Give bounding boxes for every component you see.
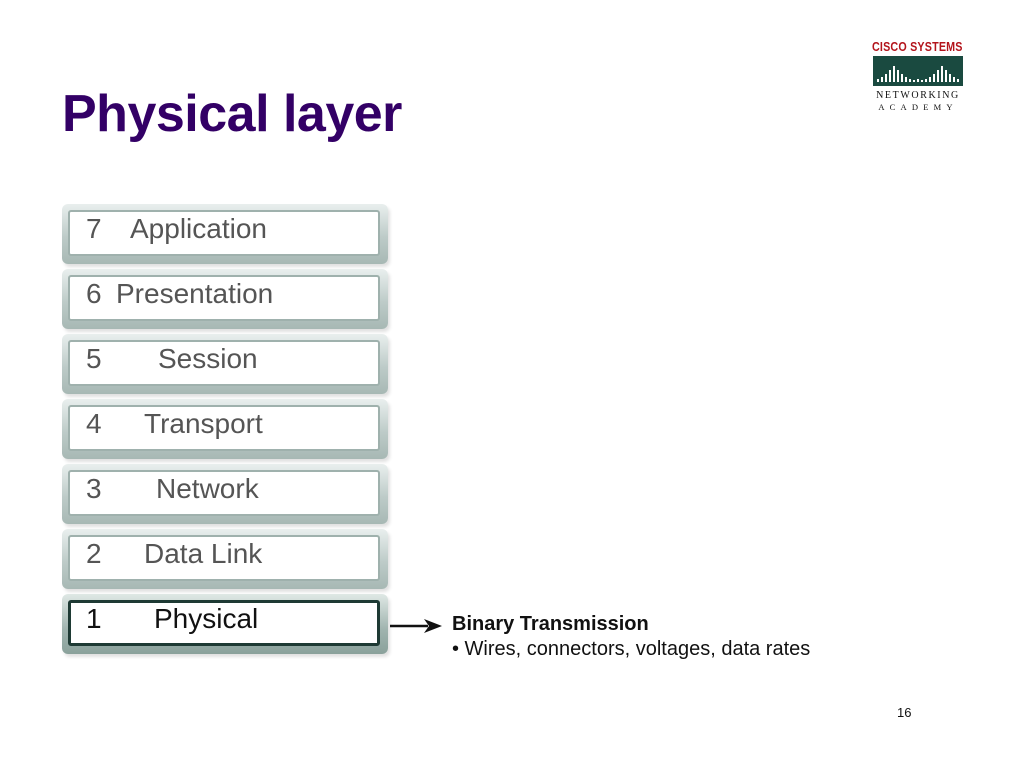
- logo-bar: [941, 66, 943, 82]
- logo-bar: [885, 74, 887, 82]
- logo-bar: [953, 77, 955, 82]
- logo-bar: [893, 66, 895, 82]
- logo-bar: [909, 79, 911, 82]
- logo-bar: [925, 79, 927, 82]
- logo-bar: [905, 77, 907, 82]
- layer-1-physical: 1 Physical: [58, 594, 392, 654]
- logo-bar: [917, 79, 919, 82]
- layer-name: Transport: [144, 408, 263, 439]
- logo-bar: [933, 74, 935, 82]
- logo-academy-text: ACADEMY: [878, 102, 958, 112]
- physical-layer-bullet: • Wires, connectors, voltages, data rate…: [452, 638, 811, 660]
- layer-number: 7: [86, 213, 102, 244]
- layer-7-application: 7 Application: [58, 204, 392, 264]
- layer-name: Physical: [154, 603, 259, 634]
- slide-title: Physical layer: [62, 85, 402, 143]
- layer-name: Data Link: [144, 538, 263, 569]
- layer-name: Presentation: [116, 278, 274, 309]
- logo-bar: [949, 74, 951, 82]
- layer-name: Session: [158, 343, 258, 374]
- logo-bars-icon: [873, 56, 963, 86]
- layer-name: Application: [130, 213, 267, 244]
- logo-bar: [897, 70, 899, 82]
- layer-number: 2: [86, 538, 102, 569]
- layer-4-transport: 4 Transport: [58, 399, 392, 459]
- logo-brand-text: Cisco Systems: [872, 40, 963, 54]
- logo-bar: [937, 70, 939, 82]
- layer-6-presentation: 6 Presentation: [58, 269, 392, 329]
- logo-bar: [877, 79, 879, 82]
- logo-bar: [929, 77, 931, 82]
- page-number: 16: [897, 705, 912, 720]
- logo-bar: [889, 70, 891, 82]
- layer-number: 6: [86, 278, 102, 309]
- logo-bar: [913, 80, 915, 82]
- layer-number: 5: [86, 343, 102, 374]
- logo-bar: [901, 74, 903, 82]
- layer-5-session: 5 Session: [58, 334, 392, 394]
- layer-number: 4: [86, 408, 102, 439]
- binary-transmission-title: Binary Transmission: [452, 613, 649, 635]
- logo-bar: [921, 80, 923, 82]
- logo-bar: [957, 79, 959, 82]
- layer-number: 3: [86, 473, 102, 504]
- layer-name: Network: [156, 473, 259, 504]
- logo-bar: [881, 77, 883, 82]
- logo-networking-text: NETWORKING: [876, 90, 960, 101]
- osi-layer-stack: 7 Application 6 Presentation 5 Session 4…: [58, 204, 398, 664]
- logo-bar: [945, 70, 947, 82]
- layer-3-network: 3 Network: [58, 464, 392, 524]
- arrow-right-icon: [390, 619, 442, 633]
- layer-2-data-link: 2 Data Link: [58, 529, 392, 589]
- cisco-networking-academy-logo: Cisco Systems NETWORKING ACADEMY: [872, 40, 964, 114]
- layer-number: 1: [86, 603, 102, 634]
